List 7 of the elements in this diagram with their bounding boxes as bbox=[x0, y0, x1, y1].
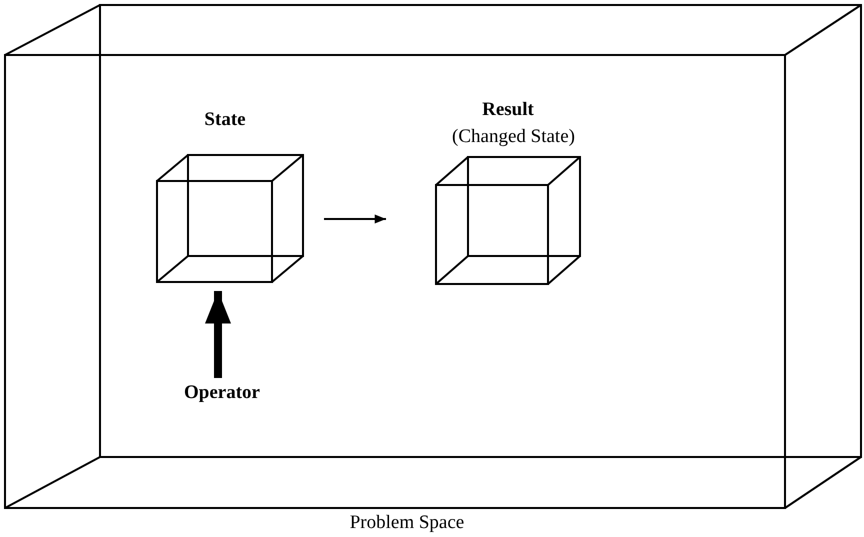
arrow bbox=[324, 214, 386, 224]
node-label: Result bbox=[481, 99, 535, 121]
node-label: State bbox=[203, 109, 247, 131]
node-label: Operator bbox=[183, 382, 261, 404]
space-label: Problem Space bbox=[348, 512, 466, 534]
node-sublabel: (Changed State) bbox=[451, 126, 576, 148]
arrow bbox=[205, 291, 231, 378]
